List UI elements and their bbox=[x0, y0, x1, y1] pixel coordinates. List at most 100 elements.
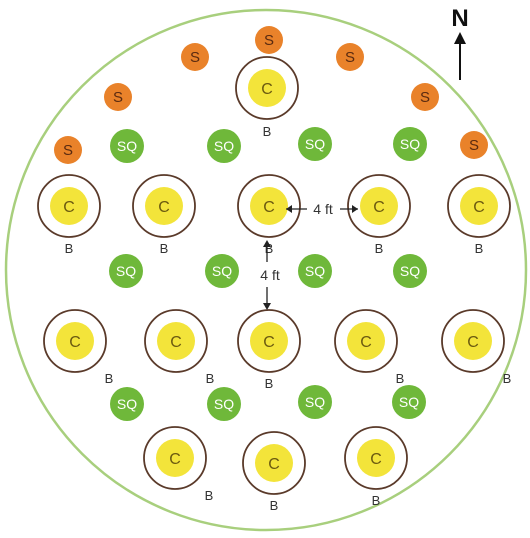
corn-label: C bbox=[373, 199, 385, 216]
garden-boundary bbox=[4, 8, 528, 532]
corn-label: C bbox=[63, 199, 75, 216]
squash-plant: SQ bbox=[207, 129, 241, 163]
corn-bean-hill: CB bbox=[334, 309, 404, 386]
squash-label: SQ bbox=[305, 263, 325, 279]
squash-circle bbox=[393, 127, 427, 161]
corn-label: C bbox=[268, 456, 280, 473]
spacing-vertical: 4 ft bbox=[260, 240, 280, 310]
corn-bean-hill: CB bbox=[237, 309, 301, 391]
sunflower-circle bbox=[181, 43, 209, 71]
corn-label: C bbox=[158, 199, 170, 216]
bean-label: B bbox=[375, 241, 384, 256]
sunflower-circle bbox=[460, 131, 488, 159]
corn-label: C bbox=[467, 334, 479, 351]
north-label: N bbox=[451, 5, 468, 32]
spacing-vertical-label: 4 ft bbox=[260, 267, 280, 283]
corn-circle bbox=[50, 187, 88, 225]
bean-label: B bbox=[206, 371, 215, 386]
squash-circle bbox=[110, 129, 144, 163]
corn-bean-hill: CB bbox=[143, 426, 214, 503]
north-arrowhead-icon bbox=[454, 32, 466, 44]
corn-label: C bbox=[170, 334, 182, 351]
squash-circle bbox=[393, 254, 427, 288]
squash-plant: SQ bbox=[393, 127, 427, 161]
squash-plant: SQ bbox=[298, 254, 332, 288]
sunflower-plant: S bbox=[336, 43, 364, 71]
squash-label: SQ bbox=[116, 263, 136, 279]
bean-label: B bbox=[265, 241, 274, 256]
sunflower-label: S bbox=[420, 89, 430, 106]
sunflower-label: S bbox=[190, 49, 200, 66]
bean-label: B bbox=[475, 241, 484, 256]
sunflower-circle bbox=[336, 43, 364, 71]
sunflower-plant: S bbox=[104, 83, 132, 111]
squash-circle bbox=[207, 129, 241, 163]
corn-circle bbox=[255, 444, 293, 482]
corn-circle bbox=[250, 322, 288, 360]
squash-circle bbox=[109, 254, 143, 288]
bean-label: B bbox=[270, 498, 279, 513]
corn-circle bbox=[156, 439, 194, 477]
bean-label: B bbox=[205, 488, 214, 503]
corn-bean-hill: CB bbox=[235, 56, 299, 139]
squash-circle bbox=[205, 254, 239, 288]
squash-plant: SQ bbox=[110, 129, 144, 163]
squash-plant: SQ bbox=[109, 254, 143, 288]
corn-label: C bbox=[261, 81, 273, 98]
sunflower-label: S bbox=[113, 89, 123, 106]
sunflower-plant: S bbox=[460, 131, 488, 159]
bean-label: B bbox=[105, 371, 114, 386]
squash-circle bbox=[298, 127, 332, 161]
corn-bean-hill: CB bbox=[347, 174, 411, 256]
bean-label: B bbox=[503, 371, 512, 386]
squash-label: SQ bbox=[400, 263, 420, 279]
corn-bean-hill: CB bbox=[447, 174, 511, 256]
squash-circle bbox=[298, 254, 332, 288]
corn-circle bbox=[454, 322, 492, 360]
corn-bean-hill: CB bbox=[441, 309, 512, 386]
squash-plant: SQ bbox=[298, 385, 332, 419]
bean-label: B bbox=[160, 241, 169, 256]
squash-label: SQ bbox=[117, 138, 137, 154]
sunflower-plant: S bbox=[181, 43, 209, 71]
north-indicator: N bbox=[451, 5, 469, 80]
squash-label: SQ bbox=[214, 396, 234, 412]
squash-label: SQ bbox=[214, 138, 234, 154]
corn-bean-hill: CB bbox=[242, 431, 306, 513]
squash-label: SQ bbox=[305, 394, 325, 410]
squash-plant: SQ bbox=[392, 385, 426, 419]
squash-plant: SQ bbox=[207, 387, 241, 421]
corn-circle bbox=[56, 322, 94, 360]
corn-label: C bbox=[370, 451, 382, 468]
corn-bean-hill: CB bbox=[43, 309, 114, 386]
corn-circle bbox=[145, 187, 183, 225]
squash-plant: SQ bbox=[205, 254, 239, 288]
corn-label: C bbox=[360, 334, 372, 351]
corn-bean-hill: CB bbox=[37, 174, 101, 256]
squash-plant: SQ bbox=[393, 254, 427, 288]
corn-bean-hill: CB bbox=[237, 174, 301, 256]
sunflower-label: S bbox=[345, 49, 355, 66]
corn-label: C bbox=[69, 334, 81, 351]
sunflower-circle bbox=[255, 26, 283, 54]
bean-label: B bbox=[263, 124, 272, 139]
corn-circle bbox=[357, 439, 395, 477]
corn-label: C bbox=[169, 451, 181, 468]
spacing-arrow-down-icon bbox=[263, 303, 271, 310]
spacing-horizontal-label: 4 ft bbox=[313, 201, 333, 217]
corn-label: C bbox=[473, 199, 485, 216]
squash-circle bbox=[207, 387, 241, 421]
sunflower-plant: S bbox=[411, 83, 439, 111]
squash-circle bbox=[392, 385, 426, 419]
spacing-arrow-up-icon bbox=[263, 240, 271, 247]
squash-label: SQ bbox=[117, 396, 137, 412]
spacing-horizontal: 4 ft bbox=[286, 201, 358, 217]
sunflower-circle bbox=[104, 83, 132, 111]
sunflower-circle bbox=[411, 83, 439, 111]
corn-label: C bbox=[263, 334, 275, 351]
corn-label: C bbox=[263, 199, 275, 216]
corn-circle bbox=[347, 322, 385, 360]
